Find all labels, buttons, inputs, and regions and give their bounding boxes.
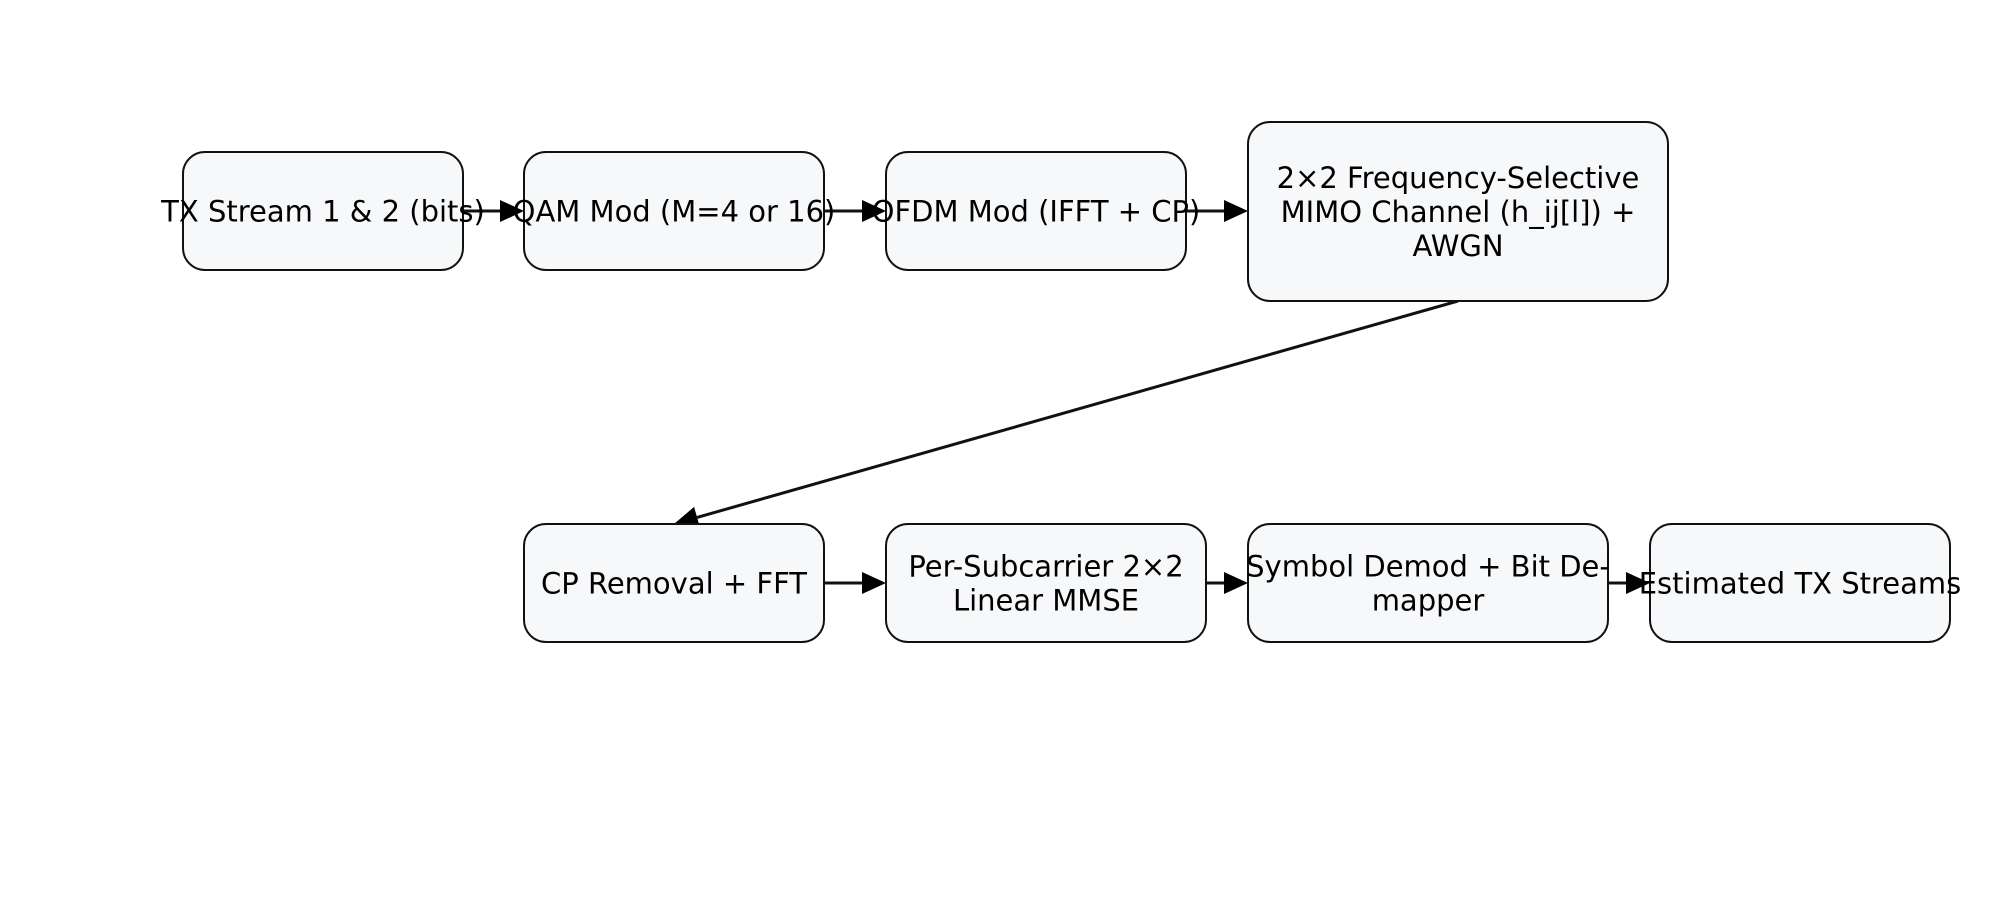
edge-line <box>696 299 1459 519</box>
node-label-line: Symbol Demod + Bit De- <box>1246 549 1610 583</box>
node-box <box>1649 523 1951 643</box>
node-box <box>182 151 464 271</box>
edge-ofdm-mod-to-mimo-channel <box>1186 200 1248 222</box>
arrowhead <box>1224 572 1248 594</box>
arrowhead <box>500 200 524 222</box>
node-label-line: mapper <box>1372 583 1485 617</box>
node-tx-stream: TX Stream 1 & 2 (bits) <box>160 151 485 271</box>
edge-cp-removal-fft-to-mmse <box>824 572 886 594</box>
node-label-line: 2×2 Frequency-Selective <box>1277 161 1640 195</box>
arrowhead <box>1224 200 1248 222</box>
node-label-line: Estimated TX Streams <box>1639 566 1962 600</box>
node-ofdm-mod: OFDM Mod (IFFT + CP) <box>872 151 1201 271</box>
arrowhead <box>1626 572 1650 594</box>
node-label-line: MIMO Channel (h_ij[l]) + <box>1281 195 1636 229</box>
arrowhead <box>862 200 886 222</box>
node-box <box>523 523 825 643</box>
arrowhead <box>862 572 886 594</box>
edge-demod-to-estimated-streams <box>1608 572 1650 594</box>
node-label-line: AWGN <box>1412 229 1503 263</box>
node-estimated-streams: Estimated TX Streams <box>1639 523 1962 643</box>
node-qam-mod: QAM Mod (M=4 or 16) <box>513 151 836 271</box>
edge-mimo-channel-to-cp-removal-fft <box>674 299 1459 528</box>
node-label-line: QAM Mod (M=4 or 16) <box>513 194 836 228</box>
node-label-line: Per-Subcarrier 2×2 <box>908 549 1183 583</box>
edges-layer <box>463 200 1650 594</box>
node-box <box>885 151 1187 271</box>
node-box <box>1247 523 1609 643</box>
arrowhead <box>674 506 701 528</box>
node-label-line: OFDM Mod (IFFT + CP) <box>872 194 1201 228</box>
node-demod: Symbol Demod + Bit De-mapper <box>1246 523 1610 643</box>
edge-tx-stream-to-qam-mod <box>463 200 524 222</box>
node-label-line: TX Stream 1 & 2 (bits) <box>160 194 485 228</box>
nodes-layer: TX Stream 1 & 2 (bits) QAM Mod (M=4 or 16… <box>160 121 1962 643</box>
node-label-line: Linear MMSE <box>953 583 1139 617</box>
node-cp-removal-fft: CP Removal + FFT <box>523 523 825 643</box>
node-box <box>1247 121 1669 302</box>
edge-qam-mod-to-ofdm-mod <box>824 200 886 222</box>
node-box <box>523 151 825 271</box>
node-label-line: CP Removal + FFT <box>541 566 807 600</box>
edge-mmse-to-demod <box>1206 572 1248 594</box>
node-box <box>885 523 1207 643</box>
